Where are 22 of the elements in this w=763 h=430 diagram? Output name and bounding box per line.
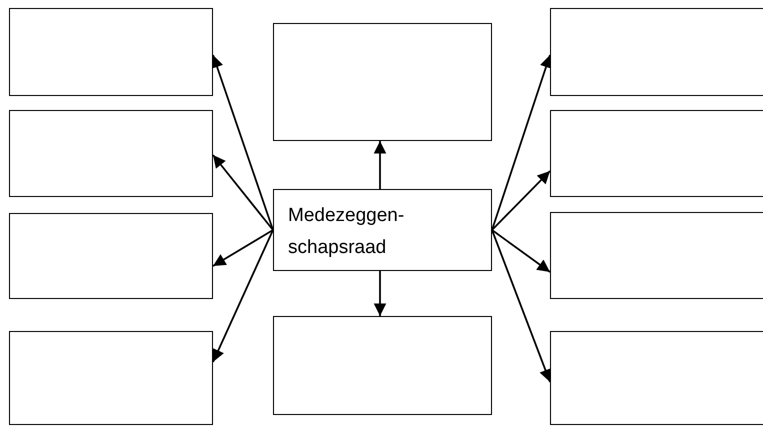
- empty-box: [9, 331, 213, 425]
- arrow: [212, 154, 274, 231]
- empty-box: [273, 316, 492, 415]
- arrow: [491, 170, 551, 231]
- empty-box: [550, 331, 763, 425]
- empty-box: [273, 23, 492, 141]
- arrow: [212, 230, 274, 362]
- arrow: [491, 229, 551, 273]
- empty-box: [550, 8, 763, 96]
- empty-box: [550, 110, 763, 197]
- arrow: [374, 141, 386, 189]
- node-label: Medezeggen-schapsraad: [288, 204, 406, 260]
- arrow: [374, 271, 386, 316]
- empty-box: [550, 212, 763, 299]
- empty-box: [9, 110, 213, 197]
- arrow: [491, 54, 552, 230]
- arrow: [211, 54, 274, 230]
- empty-box: [9, 213, 213, 299]
- process-box: [273, 189, 492, 271]
- empty-box: [9, 8, 213, 96]
- arrow: [491, 230, 552, 382]
- arrow: [212, 229, 274, 267]
